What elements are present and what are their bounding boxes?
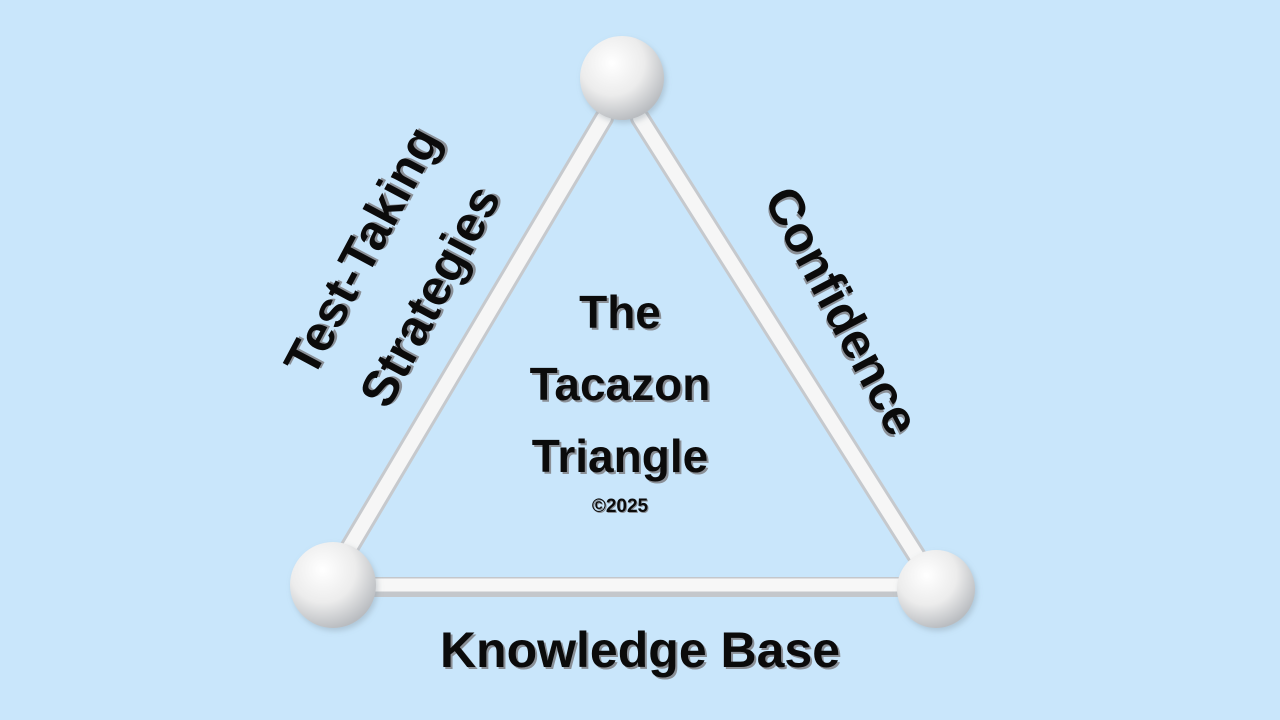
sphere-bottom-left bbox=[290, 542, 376, 628]
center-title-line-3: Triangle bbox=[531, 430, 709, 482]
sphere-bottom-right bbox=[897, 550, 975, 628]
rod-right bbox=[630, 108, 928, 568]
center-title: The Tacazon Triangle bbox=[470, 276, 770, 492]
sphere-top bbox=[580, 36, 664, 120]
copyright-label: ©2025 bbox=[591, 496, 649, 517]
rod-left bbox=[338, 108, 614, 560]
center-title-line-1: The bbox=[579, 286, 661, 338]
bottom-side-label: Knowledge Base bbox=[439, 622, 841, 678]
center-title-line-2: Tacazon bbox=[529, 358, 711, 410]
rod-bottom bbox=[360, 577, 912, 597]
